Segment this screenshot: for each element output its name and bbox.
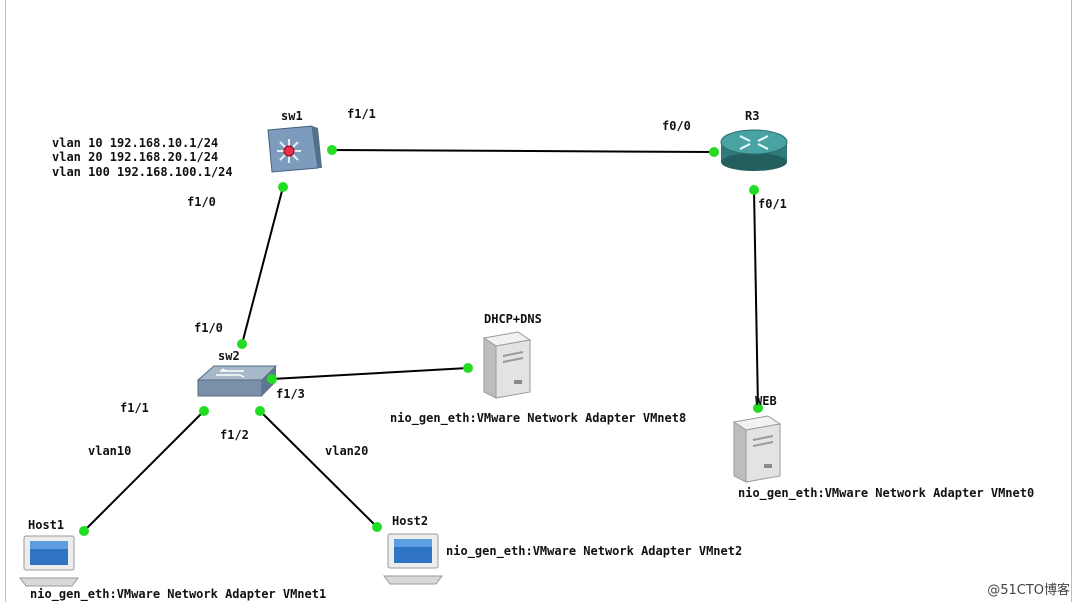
host1-computer-icon[interactable] [19, 535, 79, 587]
port-label-sw2-f1-3: f1/3 [276, 387, 305, 401]
port-dot-sw1-f1-0[interactable] [278, 182, 288, 192]
links [83, 149, 759, 532]
port-label-sw2-f1-1: f1/1 [120, 401, 149, 415]
port-dot-sw2-f1-3[interactable] [267, 374, 277, 384]
host2-computer-icon[interactable] [383, 533, 443, 585]
r3-router-icon[interactable] [720, 129, 788, 171]
node-label-sw1[interactable]: sw1 [281, 109, 303, 123]
vlan-note-20: vlan 20 192.168.20.1/24 [52, 150, 219, 164]
link-label-vlan20: vlan20 [325, 444, 369, 458]
nio-label-vmnet8: nio_gen_eth:VMware Network Adapter VMnet… [390, 411, 687, 425]
port-label-sw2-f1-2: f1/2 [220, 428, 249, 442]
link-sw1-r3[interactable] [331, 149, 715, 153]
canvas-right-border [1071, 0, 1072, 602]
link-sw2-dhcp[interactable] [271, 367, 469, 380]
nio-label-vmnet0: nio_gen_eth:VMware Network Adapter VMnet… [738, 486, 1035, 500]
sw2-switch-icon[interactable] [196, 365, 278, 397]
link-r3-web[interactable] [753, 189, 759, 409]
web-server-icon[interactable] [732, 415, 782, 483]
nio-label-vmnet1: nio_gen_eth:VMware Network Adapter VMnet… [30, 587, 327, 601]
node-label-dhcp-dns[interactable]: DHCP+DNS [484, 312, 542, 326]
port-dots [79, 145, 763, 536]
watermark-text: @51CTO博客 [987, 583, 1070, 598]
port-label-sw2-f1-0: f1/0 [194, 321, 223, 335]
port-dot-host2[interactable] [372, 522, 382, 532]
sw1-layer3-switch-icon[interactable] [267, 125, 322, 173]
node-label-host2[interactable]: Host2 [392, 514, 429, 528]
port-label-sw1-f1-1: f1/1 [347, 107, 376, 121]
port-dot-sw2-f1-1[interactable] [199, 406, 209, 416]
vlan-note-10: vlan 10 192.168.10.1/24 [52, 136, 219, 150]
nio-label-vmnet2: nio_gen_eth:VMware Network Adapter VMnet… [446, 544, 743, 558]
port-label-sw1-f1-0: f1/0 [187, 195, 216, 209]
port-dot-host1[interactable] [79, 526, 89, 536]
node-label-host1[interactable]: Host1 [28, 518, 65, 532]
port-dot-dhcp[interactable] [463, 363, 473, 373]
node-label-web[interactable]: WEB [755, 394, 777, 408]
port-label-r3-f0-1: f0/1 [758, 197, 787, 211]
node-label-sw2[interactable]: sw2 [218, 349, 240, 363]
port-dot-sw2-f1-2[interactable] [255, 406, 265, 416]
port-dot-sw2-f1-0[interactable] [237, 339, 247, 349]
port-label-r3-f0-0: f0/0 [662, 119, 691, 133]
link-sw1-sw2[interactable] [241, 186, 284, 345]
node-label-r3[interactable]: R3 [745, 109, 760, 123]
link-sw2-host1[interactable] [83, 410, 205, 532]
port-dot-web[interactable] [753, 403, 763, 413]
canvas-left-border [5, 0, 6, 602]
vlan-note-100: vlan 100 192.168.100.1/24 [52, 165, 233, 179]
port-dot-r3-f0-0[interactable] [709, 147, 719, 157]
link-sw2-host2[interactable] [259, 410, 378, 528]
dhcp-dns-server-icon[interactable] [482, 331, 532, 399]
link-label-vlan10: vlan10 [88, 444, 132, 458]
port-dot-r3-f0-1[interactable] [749, 185, 759, 195]
port-dot-sw1-f1-1[interactable] [327, 145, 337, 155]
